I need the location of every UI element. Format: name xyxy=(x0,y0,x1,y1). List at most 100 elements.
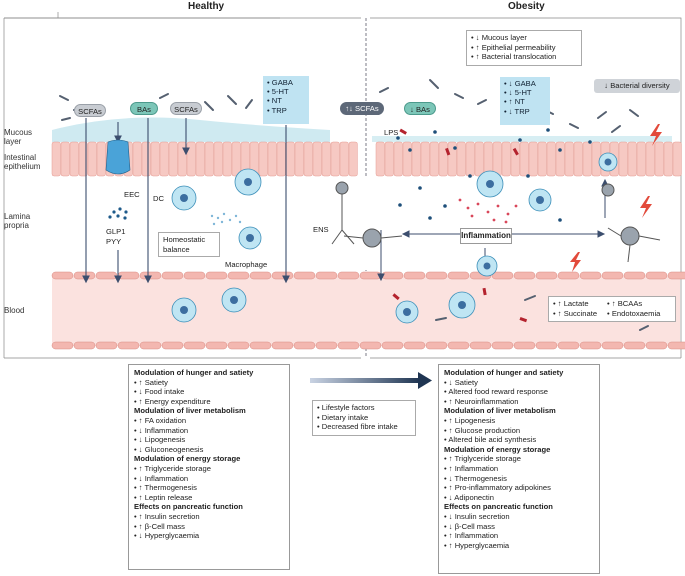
lps-markers xyxy=(392,128,528,323)
vessel-wall-cell xyxy=(183,271,206,280)
epithelial-cell xyxy=(78,141,88,177)
epithelial-cell xyxy=(510,141,520,177)
epithelial-cell xyxy=(384,141,394,177)
epithelial-cell xyxy=(177,141,187,177)
vessel-wall-cell xyxy=(601,341,624,350)
epithelial-cell xyxy=(663,141,673,177)
vessel-wall-cell xyxy=(95,271,118,280)
vessel-wall-cell xyxy=(403,271,426,280)
vessel-wall-cell xyxy=(645,341,668,350)
vessel-wall-cell xyxy=(315,271,338,280)
epithelial-cell xyxy=(69,141,79,177)
epithelial-cell xyxy=(168,141,178,177)
epithelial-cell xyxy=(141,141,151,177)
epithelial-cell xyxy=(195,141,205,177)
vessel-wall-cell xyxy=(645,271,668,280)
epithelial-cell xyxy=(276,141,286,177)
obesity-effect-title: Modulation of liver metabolism xyxy=(444,406,556,416)
epithelial-cell xyxy=(132,141,142,177)
vessel-wall-cell xyxy=(227,271,250,280)
epithelial-cell xyxy=(51,141,61,177)
obesity-effect-title: Effects on pancreatic function xyxy=(444,502,553,512)
healthy-neuro-box: GABA5-HT NTTRP xyxy=(263,76,309,124)
epithelial-cell xyxy=(60,141,70,177)
epithelial-cell xyxy=(96,141,106,177)
vessel-wall-cell xyxy=(73,341,96,350)
homeostatic-dots xyxy=(210,212,242,226)
vessel-wall-cell xyxy=(557,341,580,350)
epithelial-cell xyxy=(564,141,574,177)
obesity-arrows xyxy=(377,178,609,282)
immune-cells xyxy=(171,152,618,324)
vessel-wall-cell xyxy=(359,271,382,280)
lamina-propria xyxy=(52,178,680,270)
scfas-pill-2: SCFAs xyxy=(170,102,202,115)
glp1-label: GLP1 xyxy=(106,227,126,236)
epithelial-cell xyxy=(429,141,439,177)
vessel-wall-cell xyxy=(425,271,448,280)
vessel-wall-cell xyxy=(205,341,228,350)
epithelial-cell xyxy=(645,141,655,177)
bacterial-diversity-callout: ↓ Bacterial diversity xyxy=(594,79,680,93)
vessel-wall-cell xyxy=(315,341,338,350)
blood-label: Blood xyxy=(4,306,25,315)
obesity-header: Obesity xyxy=(508,1,545,12)
vessel-wall-cell xyxy=(513,271,536,280)
epithelial-cell xyxy=(330,141,340,177)
epithelial-cell xyxy=(636,141,646,177)
obesity-effects-box: Modulation of hunger and satiety ↓ Satie… xyxy=(438,364,600,574)
vessel-wall-cell xyxy=(337,271,360,280)
vessel-wall-cell xyxy=(139,341,162,350)
epithelial-cell xyxy=(375,141,385,177)
epithelial-cell xyxy=(204,141,214,177)
healthy-arrows xyxy=(82,118,290,284)
vessel-wall-cell xyxy=(579,341,602,350)
vessel-wall-cell xyxy=(359,341,382,350)
vessel-wall-cell xyxy=(205,271,228,280)
neurons xyxy=(331,181,661,263)
epithelial-cell xyxy=(213,141,223,177)
lightning-icons xyxy=(570,124,662,272)
epithelial-cell xyxy=(438,141,448,177)
vessel-wall-cell xyxy=(425,341,448,350)
epithelial-cell xyxy=(339,141,349,177)
epithelial-cell xyxy=(546,141,556,177)
ens-label: ENS xyxy=(313,225,329,234)
epithelial-cell xyxy=(456,141,466,177)
vessel-wall-cell xyxy=(535,341,558,350)
vessel-wall-cell xyxy=(51,271,74,280)
epithelial-cell xyxy=(555,141,565,177)
epithelial-cell xyxy=(627,141,637,177)
epithelial-cell xyxy=(519,141,529,177)
transition-arrow-head xyxy=(418,372,432,389)
epithelial-cell xyxy=(186,141,196,177)
epithelial-cell xyxy=(303,141,313,177)
vessel-wall-cell xyxy=(271,341,294,350)
epithelial-cell xyxy=(294,141,304,177)
epithelial-cell xyxy=(573,141,583,177)
mucous-layer-obesity xyxy=(372,136,672,142)
eec-cell xyxy=(105,139,131,175)
epithelial-cell xyxy=(528,141,538,177)
inflammation-dots xyxy=(458,198,518,224)
epithelial-cell xyxy=(348,141,358,177)
vessel-wall-cell xyxy=(447,341,470,350)
scfas-pill-1: SCFAs xyxy=(74,104,106,117)
vessel-wall-cell xyxy=(491,271,514,280)
epithelial-cell xyxy=(258,141,268,177)
epithelial-cell xyxy=(672,141,682,177)
inflammation-box: Inflammation xyxy=(460,228,512,244)
vessel-wall-cell xyxy=(667,341,685,350)
epithelial-cell xyxy=(447,141,457,177)
vessel-wall-cell xyxy=(293,341,316,350)
vessel-wall-cell xyxy=(227,341,250,350)
pyy-label: PYY xyxy=(106,237,122,246)
epithelium-cells xyxy=(51,141,682,177)
epithelial-cell xyxy=(654,141,664,177)
epithelial-cell xyxy=(393,141,403,177)
transition-arrow-shaft xyxy=(310,378,420,383)
